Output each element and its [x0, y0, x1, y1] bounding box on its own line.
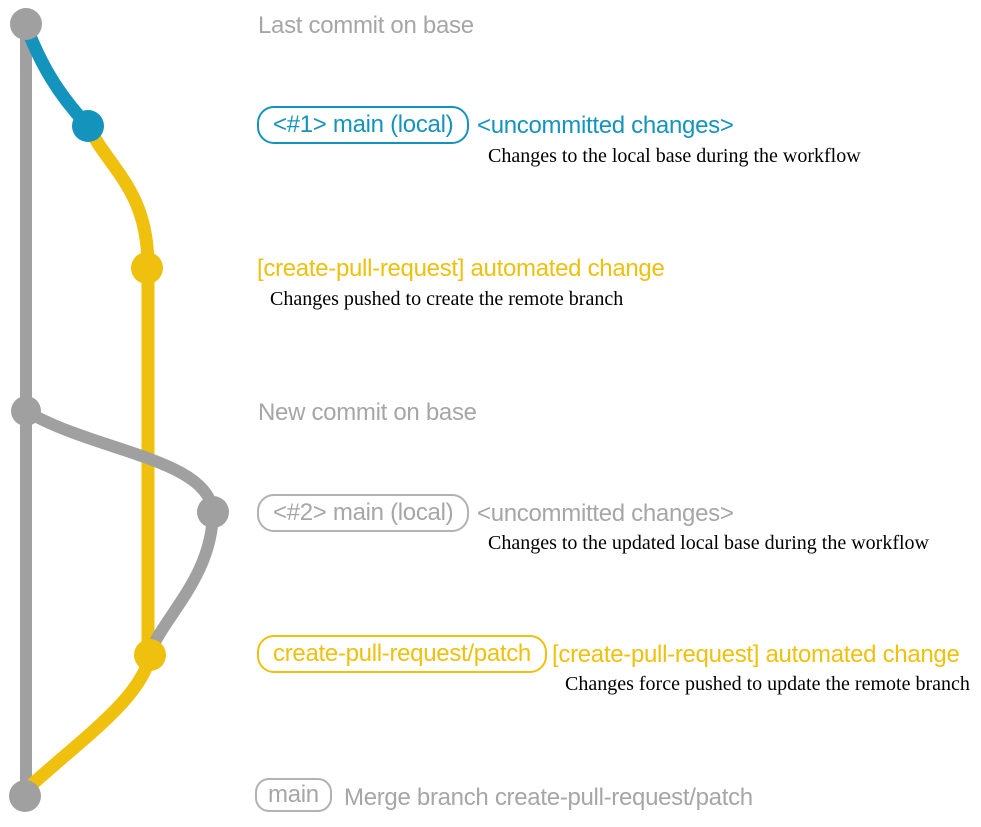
main-local-1-badge-label: <#1> main (local) [257, 106, 470, 144]
automated-change-1-message: [create-pull-request] automated change [257, 255, 665, 282]
commit-dot-automated-change-2 [134, 639, 166, 671]
merge-commit-message: Merge branch create-pull-request/patch [344, 784, 753, 811]
rebase-onto-new-base-curve [22, 405, 220, 653]
uncommitted-changes-1-label: <uncommitted changes> [477, 112, 734, 139]
automated-change-2-description: Changes force pushed to update the remot… [565, 673, 970, 695]
main-local-2-badge-label: <#2> main (local) [257, 494, 470, 532]
commit-dot-automated-change-1 [131, 252, 163, 284]
automated-change-2-message: [create-pull-request] automated change [552, 641, 960, 668]
main-badge: main [255, 778, 332, 812]
main-local-1-badge: <#1> main (local) [257, 106, 470, 144]
automated-change-1-description: Changes pushed to create the remote bran… [270, 288, 624, 310]
main-local-2-badge: <#2> main (local) [257, 494, 470, 532]
commit-dot-uncommitted-changes-2 [197, 496, 229, 528]
new-commit-on-base-label: New commit on base [258, 399, 477, 426]
uncommitted-changes-1-description: Changes to the local base during the wor… [488, 145, 861, 167]
patch-branch-badge: create-pull-request/patch [257, 635, 547, 673]
main-badge-label: main [255, 778, 332, 812]
uncommitted-changes-2-label: <uncommitted changes> [477, 500, 734, 527]
patch-branch-badge-label: create-pull-request/patch [257, 635, 547, 673]
uncommitted-changes-2-description: Changes to the updated local base during… [488, 532, 929, 554]
last-commit-on-base-label: Last commit on base [258, 12, 474, 39]
patch-branch-line [82, 123, 155, 655]
commit-dot-last-commit-on-base [10, 8, 42, 40]
commit-dot-new-commit-on-base [11, 396, 41, 426]
commit-dot-uncommitted-changes-1 [72, 110, 104, 142]
commit-dot-merge-commit [9, 780, 41, 812]
merge-to-base-curve [21, 654, 157, 795]
local-changes-branch-curve [19, 23, 93, 131]
